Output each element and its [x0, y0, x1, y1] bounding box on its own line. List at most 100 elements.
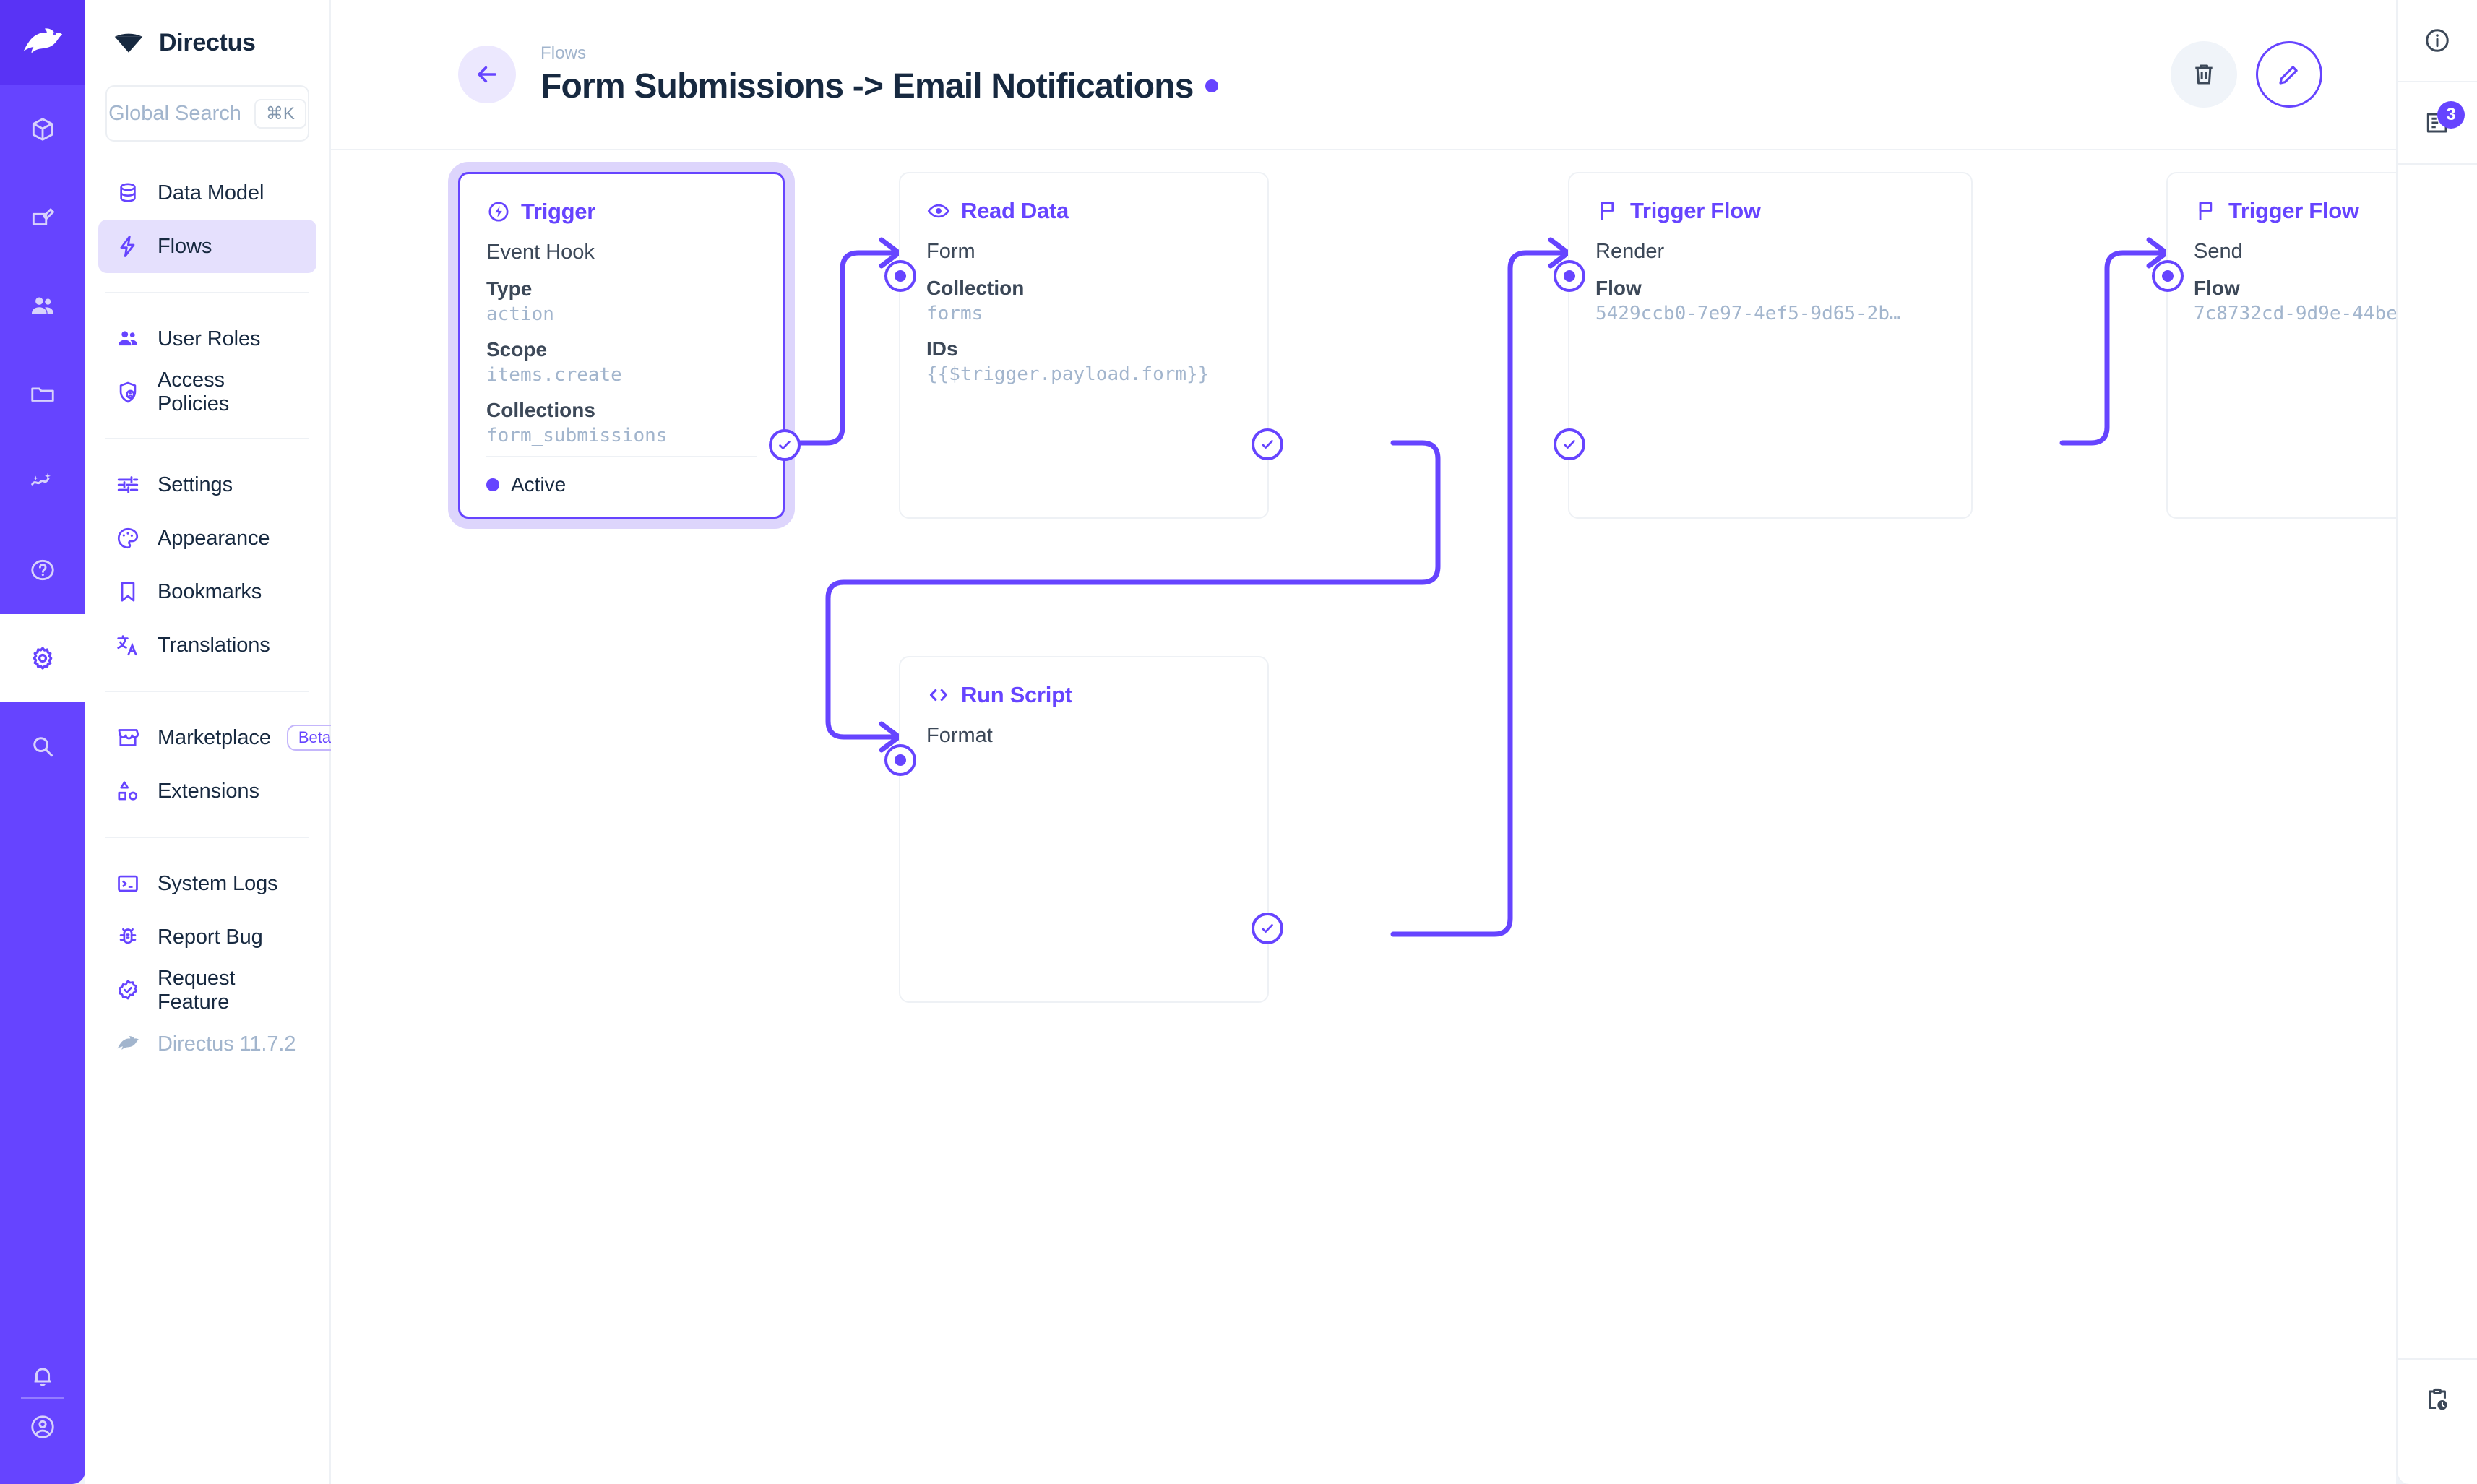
nav-divider	[105, 691, 309, 692]
module-editor[interactable]	[0, 173, 85, 262]
nav-group-access: User Roles Access Policies	[85, 312, 329, 419]
bell-icon	[29, 1363, 56, 1390]
flow-node-read-data[interactable]: Read Data Form Collection forms IDs {{$t…	[884, 172, 1283, 519]
node-type-label: Read Data	[961, 198, 1069, 223]
sidebar-item-flows[interactable]: Flows	[98, 220, 316, 273]
sidebar-item-label: Translations	[158, 633, 270, 657]
box-icon	[29, 116, 56, 143]
bolt-circle-icon	[486, 199, 511, 224]
flow-node-run-script[interactable]: Run Script Format	[884, 656, 1283, 1003]
nav-divider	[105, 438, 309, 439]
sidebar-item-label: Flows	[158, 234, 212, 258]
sidebar-item-translations[interactable]: Translations	[98, 618, 316, 672]
bookmark-icon	[114, 578, 142, 605]
node-input-handle[interactable]	[2152, 260, 2184, 292]
shapes-icon	[114, 777, 142, 805]
flow-logs-button[interactable]: 3	[2397, 82, 2477, 165]
info-button[interactable]	[2397, 0, 2477, 82]
module-insights[interactable]	[0, 438, 85, 526]
notifications-button[interactable]	[0, 1363, 85, 1390]
sliders-icon	[114, 471, 142, 499]
users-icon	[29, 292, 56, 319]
sidebar-item-data-model[interactable]: Data Model	[98, 166, 316, 220]
node-input-handle[interactable]	[1554, 260, 1585, 292]
gear-icon	[29, 644, 56, 672]
flow-node-trigger[interactable]: Trigger Event Hook Type action Scope ite…	[458, 172, 801, 519]
field-label: Collections	[486, 399, 595, 421]
directus-logo-button[interactable]	[0, 0, 85, 85]
revision-history-button[interactable]	[2397, 1358, 2477, 1441]
node-output-resolve-handle[interactable]	[1252, 428, 1283, 460]
directus-rabbit-logo	[20, 20, 65, 65]
delete-flow-button[interactable]	[2171, 41, 2237, 108]
title-block: Flows Form Submissions -> Email Notifica…	[540, 43, 1218, 106]
search-input[interactable]: Global Search ⌘K	[105, 85, 309, 142]
node-type-label: Trigger	[521, 199, 595, 224]
question-circle-icon	[29, 556, 56, 584]
sidebar-item-request-feature[interactable]: Request Feature	[98, 964, 316, 1017]
module-help[interactable]	[0, 526, 85, 614]
header-actions	[2171, 41, 2322, 108]
node-type-header: Run Script	[926, 682, 1241, 708]
nav-group-extend: Marketplace Beta Extensions	[85, 711, 343, 818]
sidebar-item-settings[interactable]: Settings	[98, 458, 316, 512]
field-label: Flow	[2194, 277, 2240, 299]
info-circle-icon	[2424, 27, 2451, 54]
directus-mark-icon	[113, 27, 145, 59]
brand-name: Directus	[159, 28, 256, 56]
node-type-header: Trigger Flow	[2194, 198, 2396, 224]
node-output-resolve-handle[interactable]	[769, 429, 801, 461]
sidebar-item-bookmarks[interactable]: Bookmarks	[98, 565, 316, 618]
node-name: Form	[926, 240, 975, 263]
field-label: Collection	[926, 277, 1025, 299]
directus-rabbit-logo	[114, 1030, 142, 1058]
back-button[interactable]	[458, 46, 516, 103]
module-settings[interactable]	[0, 614, 85, 702]
sidebar-item-marketplace[interactable]: Marketplace Beta	[98, 711, 343, 764]
right-sidebar: 3	[2396, 0, 2477, 1484]
sidebar-item-label: Extensions	[158, 779, 259, 803]
node-input-handle[interactable]	[884, 744, 916, 776]
sidebar-item-label: System Logs	[158, 871, 278, 895]
node-output-resolve-handle[interactable]	[1554, 428, 1585, 460]
node-output-resolve-handle[interactable]	[1252, 913, 1283, 944]
search-placeholder: Global Search	[108, 101, 241, 125]
edit-flow-button[interactable]	[2256, 41, 2322, 108]
clipboard-clock-icon	[2424, 1386, 2451, 1414]
node-type-header: Read Data	[926, 198, 1241, 224]
sidebar-item-label: Settings	[158, 473, 233, 496]
sidebar-item-user-roles[interactable]: User Roles	[98, 312, 316, 366]
sidebar-item-report-bug[interactable]: Report Bug	[98, 910, 316, 964]
field-label: Flow	[1595, 277, 1642, 299]
module-users[interactable]	[0, 262, 85, 350]
module-search[interactable]	[0, 702, 85, 790]
node-name: Event Hook	[486, 241, 595, 264]
flow-node-trigger-flow-send[interactable]: Trigger Flow Send Flow 7c8732cd-9d9e-44b…	[2152, 172, 2396, 519]
flow-node-trigger-flow-render[interactable]: Trigger Flow Render Flow 5429ccb0-7e97-4…	[1554, 172, 1973, 519]
database-icon	[114, 179, 142, 207]
sidebar-item-access-policies[interactable]: Access Policies	[98, 366, 316, 419]
page-title: Form Submissions -> Email Notifications	[540, 66, 1218, 106]
navigation-sidebar: Directus Global Search ⌘K Data Model	[85, 0, 343, 1484]
node-type-label: Trigger Flow	[2228, 198, 2359, 223]
nav-group-settings: Settings Appearance Bookmarks	[85, 458, 329, 672]
sidebar-item-extensions[interactable]: Extensions	[98, 764, 316, 818]
shield-person-icon	[114, 379, 142, 406]
rail-divider	[21, 1397, 64, 1399]
sidebar-item-appearance[interactable]: Appearance	[98, 512, 316, 565]
flow-canvas[interactable]: Trigger Event Hook Type action Scope ite…	[331, 150, 2396, 1484]
module-files[interactable]	[0, 350, 85, 438]
field-label: Type	[486, 277, 533, 300]
field-value: 5429ccb0-7e97-4ef5-9d65-2b…	[1595, 303, 1901, 324]
sidebar-item-label: Access Policies	[158, 368, 230, 415]
sidebar-item-system-logs[interactable]: System Logs	[98, 857, 316, 910]
node-input-handle[interactable]	[884, 260, 916, 292]
bolt-icon	[114, 233, 142, 260]
breadcrumb[interactable]: Flows	[540, 43, 587, 63]
sidebar-item-label: Data Model	[158, 181, 264, 204]
module-content[interactable]	[0, 85, 85, 173]
directus-version-label: Directus 11.7.2	[158, 1032, 296, 1056]
account-button[interactable]	[0, 1413, 85, 1441]
field-label: IDs	[926, 337, 958, 360]
folder-icon	[29, 380, 56, 407]
